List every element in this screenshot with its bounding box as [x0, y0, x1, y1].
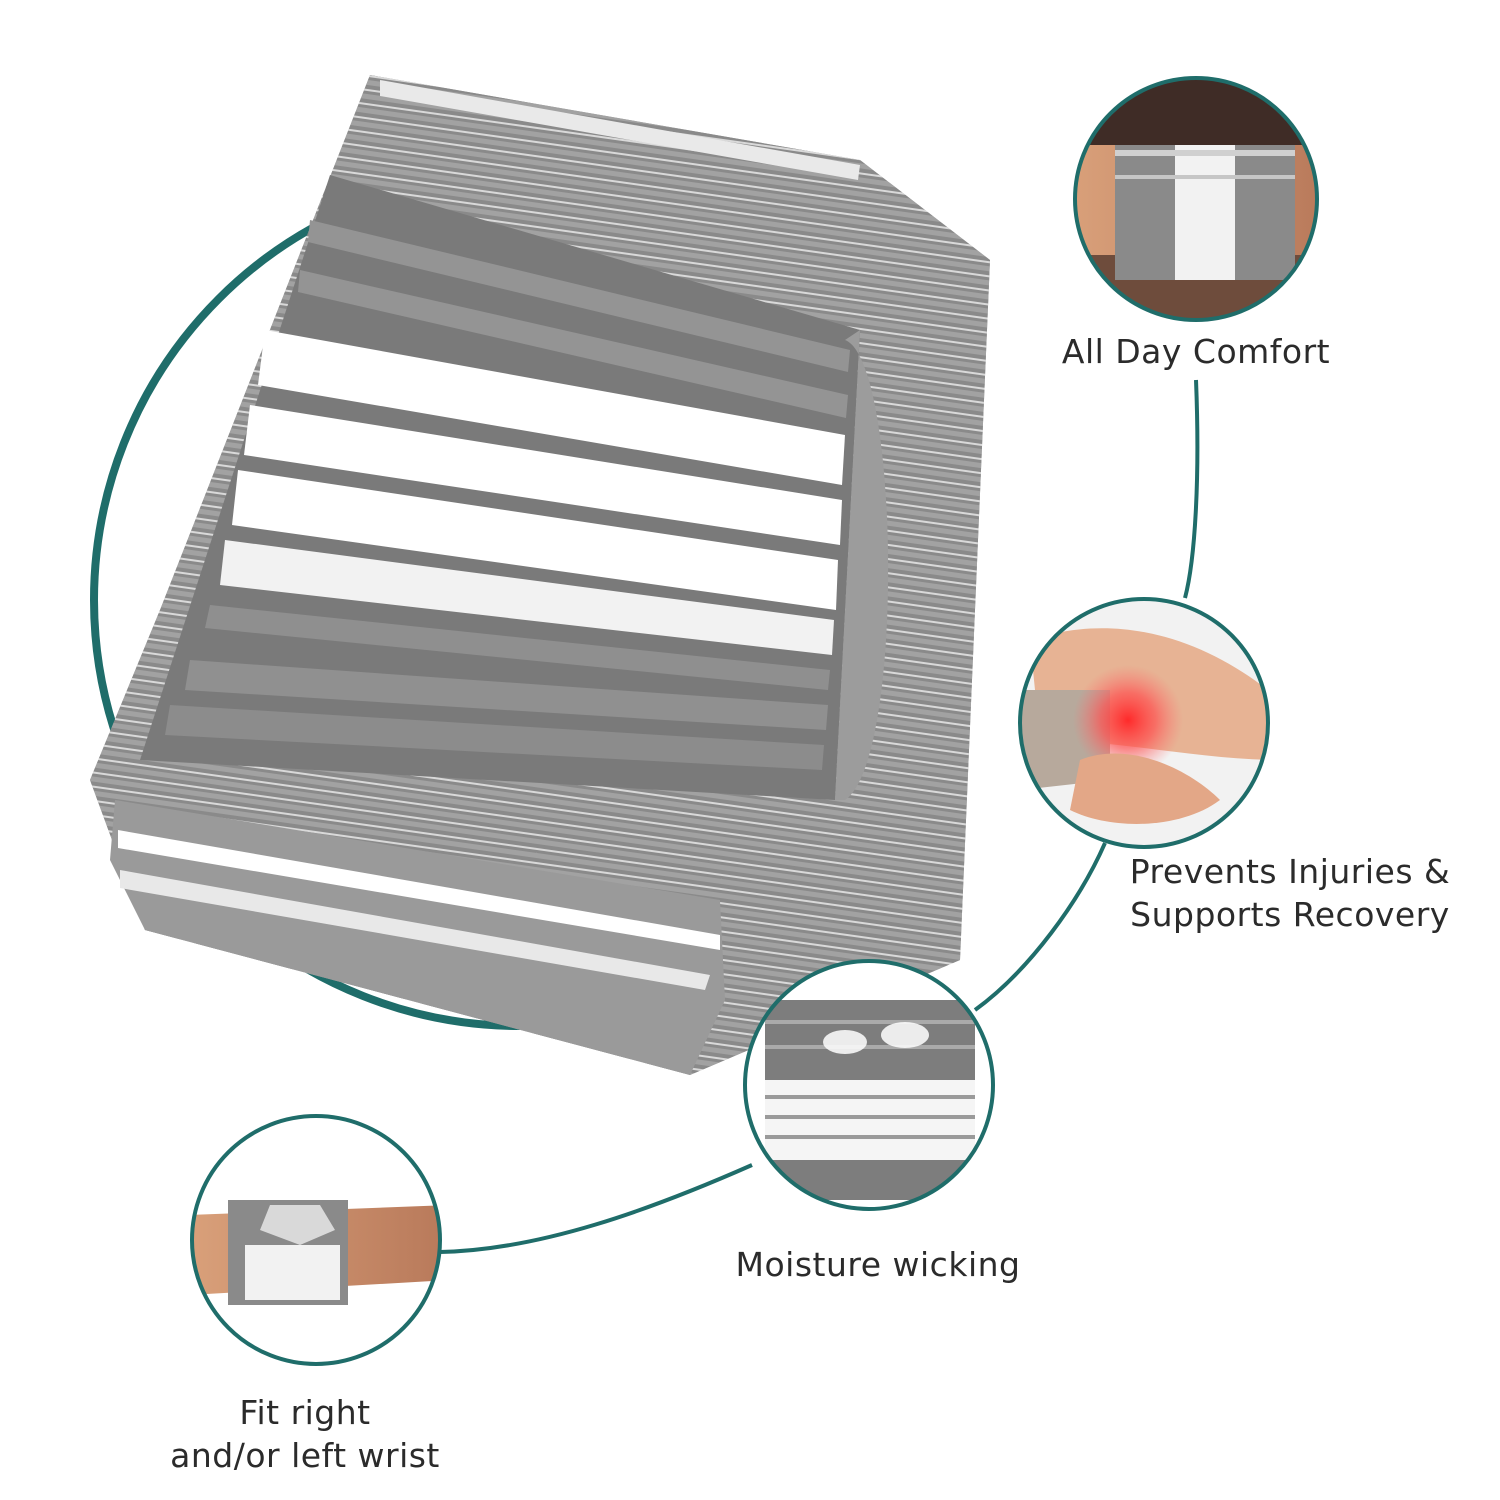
caption-line: Prevents Injuries & — [1129, 852, 1451, 891]
caption-moisture-wicking: Moisture wicking — [700, 1243, 1056, 1286]
feature-prevents-injuries-image — [1018, 597, 1270, 849]
flap-stripes — [165, 220, 850, 770]
feature-moisture-wicking-image — [743, 959, 995, 1211]
wrist-wrap-product — [90, 75, 990, 1075]
caption-all-day-comfort: All Day Comfort — [1020, 330, 1372, 373]
steam-icon — [823, 1030, 867, 1054]
caption-prevents-injuries: Prevents Injuries & Supports Recovery — [1100, 850, 1480, 936]
caption-line: and/or left wrist — [170, 1436, 440, 1475]
caption-line: Supports Recovery — [1130, 895, 1450, 934]
caption-line: Moisture wicking — [735, 1245, 1021, 1284]
feature-all-day-comfort-image — [1073, 76, 1319, 322]
caption-fit-either-wrist: Fit right and/or left wrist — [140, 1391, 470, 1477]
pain-spot-icon — [1073, 665, 1183, 775]
connector-line — [439, 379, 1200, 1254]
caption-line: Fit right — [239, 1393, 371, 1432]
caption-line: All Day Comfort — [1061, 332, 1331, 371]
feature-fit-either-wrist-image — [190, 1114, 442, 1366]
